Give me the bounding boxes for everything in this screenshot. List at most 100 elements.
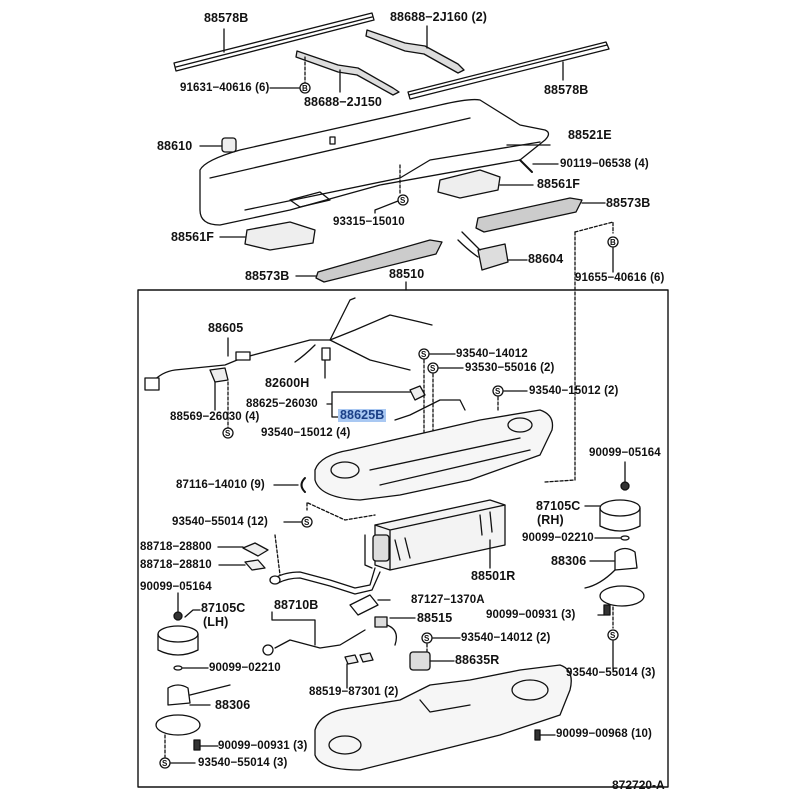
pipe-88710B [262,611,366,656]
part-label-88573B[interactable]: 88573B [606,196,651,210]
lamp-88561F-left [219,221,316,251]
part-label-88561F[interactable]: 88561F [171,230,214,244]
part-label-90099-00968[interactable]: 90099−00968 (10) [556,728,652,740]
s-symbol [301,516,313,528]
sensor-88625B [409,385,426,401]
part-label-88501R[interactable]: 88501R [471,569,516,583]
part-label-88610[interactable]: 88610 [157,139,193,153]
switch-88515 [374,616,416,646]
pipe-clamps-88718 [217,534,281,576]
part-label-93540-15012[interactable]: 93540−15012 (4) [261,427,351,439]
s-symbol [397,194,409,206]
part-label-87105C[interactable]: 87105C [201,601,246,615]
lamp-88561F-right [437,169,534,199]
motor-88306-rh [584,547,645,671]
s-symbol-letter: S [421,350,427,359]
part-label-87127-1370A[interactable]: 87127−1370A [411,594,485,606]
part-label-93540-55014[interactable]: 93540−55014 (12) [172,516,268,528]
valve [364,534,390,569]
part-label-88578B[interactable]: 88578B [204,11,249,25]
part-label-lh: (LH) [203,615,229,629]
rail-88578B-right [407,41,610,100]
screw-90119-06538 [519,159,559,173]
fastener-symbols [418,348,528,441]
clip-88610 [199,137,237,153]
part-label-93540-15012[interactable]: 93540−15012 (2) [529,385,619,397]
lamp-88573B-right [475,197,606,233]
part-label-93540-55014[interactable]: 93540−55014 (3) [198,757,288,769]
part-label-88521E[interactable]: 88521E [568,128,612,142]
bracket-88688-2J160 [365,25,465,74]
b-symbol-letter: B [302,84,308,93]
rail-88578B-left [173,12,375,72]
part-label-91655-40616[interactable]: 91655−40616 (6) [575,272,665,284]
s-symbol-letter: S [304,518,310,527]
figure-number: 872720-A [612,778,665,792]
part-label-91631-40616[interactable]: 91631−40616 (6) [180,82,270,94]
part-label-88604[interactable]: 88604 [528,252,564,266]
evaporator-88501R [374,499,506,571]
clip-87116 [300,477,306,493]
part-label-90099-02210[interactable]: 90099−02210 [522,532,594,544]
lamp-88573B-left [295,239,443,283]
part-label-90099-02210[interactable]: 90099−02210 [209,662,281,674]
part-label-88710B[interactable]: 88710B [274,598,319,612]
clips-88519 [344,652,374,689]
part-label-rh: (RH) [537,513,564,527]
part-label-88625B-highlighted[interactable]: 88625B [338,408,387,422]
part-label-88635R[interactable]: 88635R [455,653,500,667]
part-label-88306[interactable]: 88306 [551,554,587,568]
blower-87105C-lh [157,592,209,671]
part-label-88306[interactable]: 88306 [215,698,251,712]
motor-88306-lh [155,684,231,769]
part-label-88519-87301[interactable]: 88519−87301 (2) [309,686,399,698]
leader-88625 [326,391,421,418]
connector-82600H [321,347,331,361]
part-label-90099-05164[interactable]: 90099−05164 [140,581,212,593]
part-label-88578B[interactable]: 88578B [544,83,589,97]
part-label-90099-00931[interactable]: 90099−00931 (3) [486,609,576,621]
s-symbol-letter: S [162,759,168,768]
s-symbol-letter: S [400,196,406,205]
part-label-93540-14012[interactable]: 93540−14012 (2) [461,632,551,644]
part-label-88569-26030[interactable]: 88569−26030 (4) [170,411,260,423]
receiver-87127-1370A [349,594,391,616]
screw-90099-00968 [534,729,556,741]
part-label-93540-14012[interactable]: 93540−14012 [456,348,528,360]
part-label-88688-2J160[interactable]: 88688−2J160 (2) [390,10,488,24]
blower-87105C-rh [584,461,641,541]
part-label-90119-06538[interactable]: 90119−06538 (4) [560,158,649,170]
part-label-90099-00931[interactable]: 90099−00931 (3) [218,740,308,752]
bracket-88688-2J150 [269,50,400,96]
part-label-82600H[interactable]: 82600H [265,376,310,390]
part-label-88688-2J150[interactable]: 88688−2J150 [304,95,382,109]
part-label-88718-28810[interactable]: 88718−28810 [140,559,212,571]
part-label-88625-26030[interactable]: 88625−26030 [246,398,318,410]
leader-91655 [544,221,614,483]
duct-upper [314,409,554,501]
s-symbol-letter: S [430,364,436,373]
part-label-88573B[interactable]: 88573B [245,269,290,283]
harness-88605 [144,297,433,391]
part-label-88510[interactable]: 88510 [389,267,425,281]
part-label-88515[interactable]: 88515 [417,611,453,625]
part-label-87116-14010[interactable]: 87116−14010 (9) [176,479,265,491]
part-label-93315-15010[interactable]: 93315−15010 [333,216,405,228]
part-label-90099-05164[interactable]: 90099−05164 [589,447,661,459]
panel-88521E [199,98,551,226]
part-label-88605[interactable]: 88605 [208,321,244,335]
actuator-88635R [409,651,431,671]
s-symbol-letter: S [424,634,430,643]
s-symbol-letter: S [225,429,231,438]
pipe [274,567,376,589]
part-label-88561F[interactable]: 88561F [537,177,580,191]
part-label-88718-28800[interactable]: 88718−28800 [140,541,212,553]
s-symbol-letter: S [495,387,501,396]
assembly-frame-88510 [137,289,669,788]
part-label-93530-55016[interactable]: 93530−55016 (2) [465,362,555,374]
part-label-87105C[interactable]: 87105C [536,499,581,513]
part-label-93540-55014[interactable]: 93540−55014 (3) [566,667,656,679]
duct-lower [314,664,572,771]
